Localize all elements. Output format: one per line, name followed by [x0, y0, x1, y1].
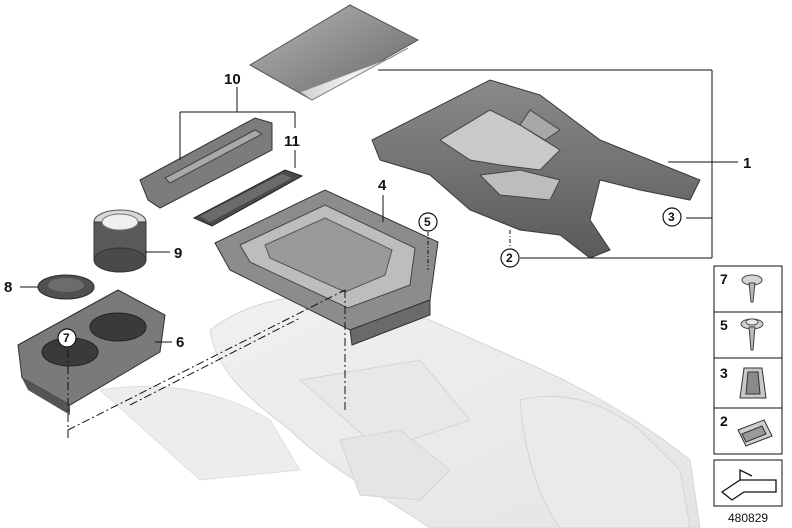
trim-panel-part-1 [371, 79, 701, 259]
callout-6: 6 [176, 334, 184, 351]
circled-ref-3-label: 3 [668, 210, 675, 224]
side-panel-box-3: 3 [713, 357, 783, 409]
trim-strip-part-10 [139, 117, 273, 209]
circled-ref-7-label: 7 [63, 331, 70, 345]
callout-10: 10 [224, 71, 241, 88]
side-panel-label-5: 5 [720, 317, 728, 333]
screw-large-head-icon [741, 274, 763, 303]
spring-clip-icon [739, 367, 767, 399]
side-panel-label-2: 2 [720, 413, 728, 429]
side-panel-label-3: 3 [720, 365, 728, 381]
circled-ref-2-label: 2 [506, 251, 513, 265]
side-parts-panel: 7 5 3 2 [713, 265, 783, 507]
side-panel-box-symbol [713, 459, 783, 507]
screw-washer-head-icon [740, 318, 764, 351]
callout-9: 9 [174, 245, 182, 262]
side-panel-label-7: 7 [720, 271, 728, 287]
disc-part-8 [37, 274, 95, 300]
background-center-console [98, 295, 701, 528]
callout-8: 8 [4, 279, 12, 296]
circled-ref-5-label: 5 [424, 215, 431, 229]
figure-number: 480829 [728, 511, 768, 525]
callout-1: 1 [743, 155, 751, 172]
circled-ref-7: 7 [57, 328, 77, 348]
leader-lines [20, 69, 738, 440]
side-panel-box-5: 5 [713, 311, 783, 359]
mat-part-11 [192, 169, 304, 227]
u-nut-clip-icon [737, 419, 773, 447]
side-panel-box-7: 7 [713, 265, 783, 313]
round-insert-part-9 [93, 209, 147, 273]
callout-4: 4 [378, 177, 387, 194]
bracket-symbol-icon [720, 468, 777, 501]
bracket-frame-part-4 [214, 189, 439, 346]
side-panel-box-2: 2 [713, 407, 783, 455]
circled-ref-5: 5 [418, 212, 438, 232]
cup-holder-part-6 [17, 289, 166, 415]
circled-ref-3: 3 [662, 207, 682, 227]
top-cover-panel [249, 4, 420, 101]
callout-11: 11 [284, 133, 300, 150]
circled-ref-2: 2 [500, 248, 520, 268]
